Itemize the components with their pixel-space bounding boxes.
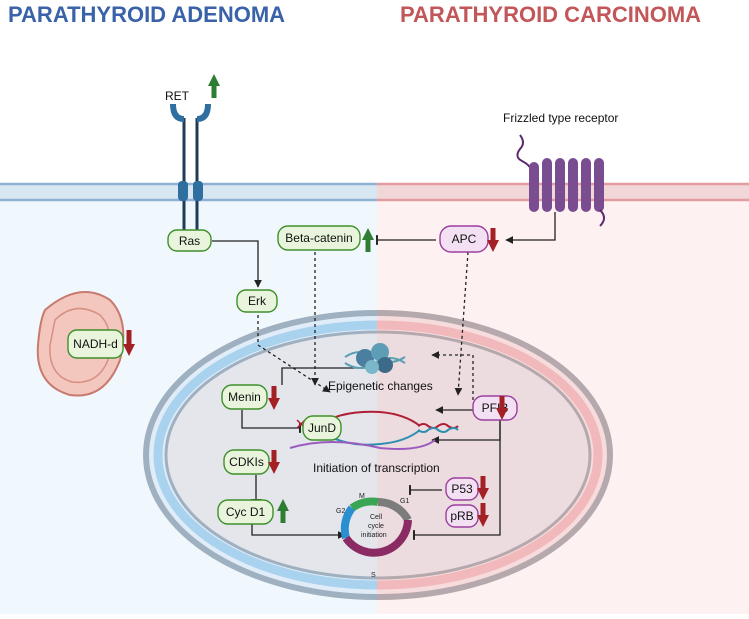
connections xyxy=(212,212,556,540)
cycd1-up-arrow-icon xyxy=(277,499,289,523)
cycd1-node: Cyc D1 xyxy=(217,499,274,525)
phase-g1-label: G1 xyxy=(400,498,409,505)
menin-node: Menin xyxy=(221,384,268,410)
menin-down-arrow-icon xyxy=(268,386,280,410)
cdkis-node: CDKIs xyxy=(223,449,270,475)
cell-membrane xyxy=(0,182,749,202)
beta-catenin-label: Beta-catenin xyxy=(285,231,352,245)
nadh-label: NADH-d xyxy=(73,337,118,351)
nucleus xyxy=(143,310,613,600)
cell-cycle-line3: initiation xyxy=(361,532,387,539)
epigenetic-label: Epigenetic changes xyxy=(328,379,433,393)
prb-down-arrow-icon xyxy=(477,503,489,527)
phase-g2-label: G2 xyxy=(336,508,345,515)
phase-m-label: M xyxy=(359,493,365,500)
nucleosome-icon xyxy=(344,343,406,374)
prb-node: pRB xyxy=(445,504,479,528)
ras-node: Ras xyxy=(167,229,212,252)
ret-label: RET xyxy=(165,89,190,103)
phase-s-label: S xyxy=(371,572,376,579)
pfib-node: PFIB xyxy=(472,395,518,421)
prb-label: pRB xyxy=(450,509,473,523)
cdkis-label: CDKIs xyxy=(229,455,264,469)
ras-label: Ras xyxy=(179,234,200,248)
apc-label: APC xyxy=(452,232,477,246)
header-carcinoma: PARATHYROID CARCINOMA xyxy=(400,2,701,27)
p53-down-arrow-icon xyxy=(477,476,489,500)
cell-cycle-line2: cycle xyxy=(368,523,384,530)
beta-catenin-node: Beta-catenin xyxy=(277,225,361,251)
jund-label: JunD xyxy=(308,421,336,435)
frizzled-receptor xyxy=(516,134,605,227)
ret-up-arrow-icon xyxy=(208,74,220,98)
beta-catenin-up-arrow-icon xyxy=(362,228,374,252)
cycd1-label: Cyc D1 xyxy=(226,505,266,519)
erk-label: Erk xyxy=(248,294,267,308)
nadh-down-arrow-icon xyxy=(123,330,135,356)
jund-node: JunD xyxy=(302,415,342,441)
erk-node: Erk xyxy=(236,289,278,313)
p53-node: P53 xyxy=(445,477,479,501)
transcription-label: Initiation of transcription xyxy=(313,461,440,475)
apc-node: APC xyxy=(439,225,489,253)
cdkis-down-arrow-icon xyxy=(268,450,280,474)
pfib-down-arrow-icon xyxy=(496,396,508,420)
header-adenoma: PARATHYROID ADENOMA xyxy=(8,2,285,27)
cell-cycle-icon xyxy=(340,497,412,557)
ret-receptor xyxy=(170,104,211,230)
cell-cycle-line1: Cell xyxy=(370,514,383,521)
nadh-node: NADH-d xyxy=(67,329,124,359)
apc-down-arrow-icon xyxy=(487,228,499,252)
p53-label: P53 xyxy=(451,482,473,496)
frizzled-label: Frizzled type receptor xyxy=(503,111,618,125)
menin-label: Menin xyxy=(228,390,261,404)
